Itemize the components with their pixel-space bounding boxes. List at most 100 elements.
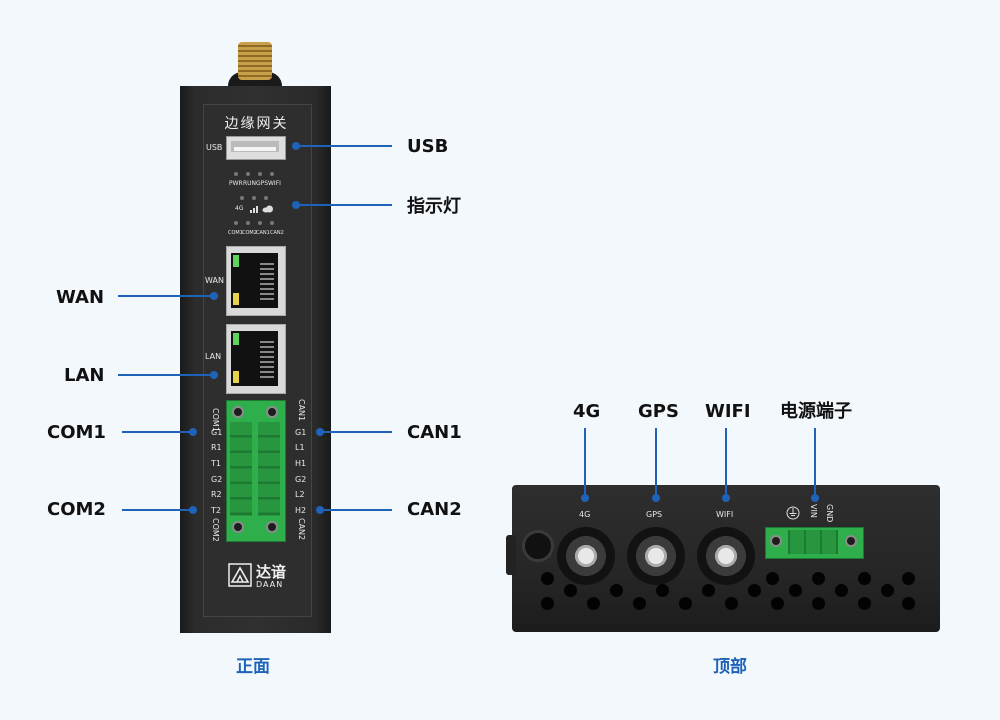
terminal-rows-right <box>258 422 280 516</box>
vent-hole <box>541 597 554 610</box>
led-label-wifi: WIFI <box>268 180 281 187</box>
vent-hole <box>725 597 738 610</box>
led-label-run: RUN <box>243 180 257 187</box>
com1-callout-label: COM1 <box>47 422 106 443</box>
wan-port-pins <box>260 262 274 300</box>
top-view-caption: 顶部 <box>713 657 747 677</box>
vent-hole <box>835 584 848 597</box>
vent-hole <box>902 572 915 585</box>
pin-right: H2 <box>295 506 307 515</box>
callout-line <box>122 431 194 433</box>
vent-hole <box>564 584 577 597</box>
callout-line <box>122 509 194 511</box>
led-signal <box>252 196 256 200</box>
pin-left: T2 <box>211 506 221 515</box>
brand-name-cn: 达谙 <box>256 563 287 581</box>
terminal-screw <box>232 521 244 533</box>
power-pin-vin: VIN <box>809 504 818 518</box>
terminal-screw <box>232 406 244 418</box>
top-port-label-wifi: WIFI <box>716 510 734 519</box>
terminal-rows-left <box>230 422 252 516</box>
power-terminal-callout-label: 电源端子 <box>780 401 852 422</box>
callout-dot <box>811 494 819 502</box>
side-screw <box>522 530 554 562</box>
power-pin-gnd: GND <box>825 504 834 523</box>
vent-hole <box>812 597 825 610</box>
callout-line <box>320 431 392 433</box>
callout-dot <box>210 371 218 379</box>
wan-led-green <box>233 255 239 267</box>
led-label-4g: 4G <box>235 205 244 212</box>
vent-hole <box>679 597 692 610</box>
usb-port-label: USB <box>206 143 223 152</box>
can2-callout-label: CAN2 <box>407 499 462 520</box>
vent-hole <box>748 584 761 597</box>
vent-hole <box>656 584 669 597</box>
antenna-4g-callout-label: 4G <box>573 401 601 422</box>
callout-line <box>118 295 214 297</box>
power-terminal-slots <box>788 530 838 554</box>
vent-hole <box>812 572 825 585</box>
ground-icon <box>786 506 800 520</box>
terminal-label-can1: CAN1 <box>297 399 306 422</box>
wan-callout-label: WAN <box>56 287 105 308</box>
usb-port-slot <box>231 141 279 152</box>
can1-callout-label: CAN1 <box>407 422 462 443</box>
pin-right: L2 <box>295 490 305 499</box>
pin-right: G2 <box>295 475 307 484</box>
callout-line <box>118 374 214 376</box>
antenna-gps-callout-label: GPS <box>638 401 679 422</box>
wan-led-yellow <box>233 293 239 305</box>
led-pwr <box>234 172 238 176</box>
vent-hole <box>541 572 554 585</box>
pin-left: R1 <box>211 443 222 452</box>
callout-line <box>814 428 816 496</box>
vent-hole <box>902 597 915 610</box>
lan-led-yellow <box>233 371 239 383</box>
front-view-caption: 正面 <box>236 657 270 677</box>
led-com1 <box>234 221 238 225</box>
pin-left: G2 <box>211 475 223 484</box>
pin-right: G1 <box>295 428 307 437</box>
antenna-connector <box>238 42 272 80</box>
usb-port-tongue <box>234 147 276 151</box>
top-port-label-gps: GPS <box>646 510 663 519</box>
vent-hole <box>858 597 871 610</box>
vent-hole <box>587 597 600 610</box>
callout-line <box>296 145 392 147</box>
wan-port-label: WAN <box>205 276 224 285</box>
lan-led-green <box>233 333 239 345</box>
led-label-can2: CAN2 <box>270 230 284 236</box>
led-wifi <box>270 172 274 176</box>
antenna-wifi-callout-label: WIFI <box>705 401 751 422</box>
vent-hole <box>702 584 715 597</box>
pin-left: T1 <box>211 459 221 468</box>
callout-line <box>296 204 392 206</box>
antenna-wifi-connector <box>697 527 755 585</box>
vent-hole <box>858 572 871 585</box>
callout-dot <box>189 428 197 436</box>
terminal-screw <box>266 406 278 418</box>
lan-port-pins <box>260 340 274 378</box>
callout-dot <box>581 494 589 502</box>
antenna-gps-connector <box>627 527 685 585</box>
led-cloud <box>264 196 268 200</box>
pin-right: L1 <box>295 443 305 452</box>
callout-dot <box>722 494 730 502</box>
com2-callout-label: COM2 <box>47 499 106 520</box>
brand-name-en: DAAN <box>256 580 284 589</box>
cloud-icon <box>262 205 273 213</box>
led-com2 <box>246 221 250 225</box>
callout-dot <box>189 506 197 514</box>
usb-callout-label: USB <box>407 136 449 157</box>
led-4g <box>240 196 244 200</box>
terminal-label-com2: COM2 <box>211 518 220 542</box>
callout-dot <box>210 292 218 300</box>
led-gps <box>258 172 262 176</box>
led-run <box>246 172 250 176</box>
led-can2 <box>270 221 274 225</box>
callout-line <box>584 428 586 496</box>
terminal-screw <box>266 521 278 533</box>
terminal-label-can2: CAN2 <box>297 518 306 541</box>
led-label-pwr: PWR <box>229 180 243 187</box>
